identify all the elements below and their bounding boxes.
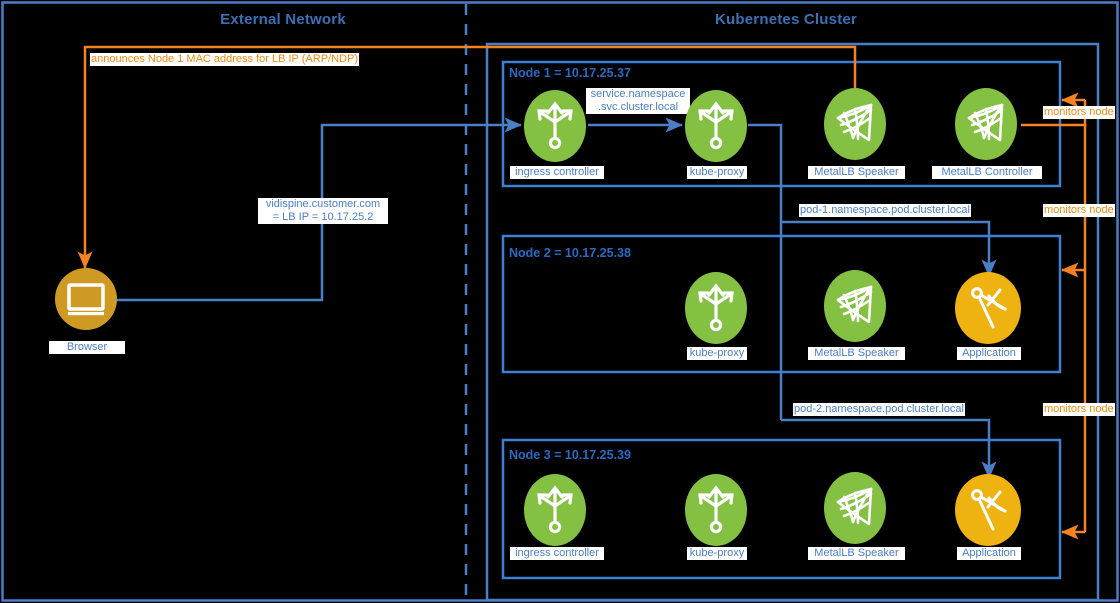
application-icon-node3	[955, 474, 1021, 546]
ingress-controller-caption-node1: ingress controller	[510, 166, 604, 179]
ingress-controller-icon-node1	[524, 90, 586, 162]
edge-label-lb-ip-line1: vidispine.customer.com	[258, 198, 388, 211]
node-title-node3: Node 3 = 10.17.25.39	[509, 448, 631, 462]
metallb-controller-caption-node1: MetalLB Controller	[932, 166, 1042, 179]
zone-title-external-network: External Network	[220, 11, 346, 28]
node3-box	[501, 438, 1062, 580]
node-title-node2: Node 2 = 10.17.25.38	[509, 246, 631, 260]
edge-label-pod1-dns: pod-1.namespace.pod.cluster.local	[799, 204, 971, 217]
node-title-node1: Node 1 = 10.17.25.37	[509, 66, 631, 80]
edge-label-monitors-node-3: monitors node	[1043, 403, 1115, 416]
kube-proxy-icon-node3	[685, 474, 747, 546]
edge-label-monitors-node-1: monitors node	[1043, 106, 1115, 119]
metallb-speaker-icon-node3	[824, 472, 886, 544]
metallb-speaker-caption-node3: MetalLB Speaker	[808, 547, 905, 560]
edge-label-pod2-dns: pod-2.namespace.pod.cluster.local	[793, 403, 965, 416]
pod2-branch-path	[781, 418, 997, 480]
browser-icon	[55, 268, 117, 330]
kube-proxy-caption-node3: kube-proxy	[687, 547, 747, 560]
edge-label-service-dns-line2: .svc.cluster.local	[586, 101, 690, 114]
ingress-controller-icon-node3	[524, 474, 586, 546]
kube-proxy-caption-node2: kube-proxy	[687, 347, 747, 360]
metallb-controller-icon-node1	[955, 88, 1017, 160]
kubeproxy-trunk-path	[748, 123, 783, 420]
edge-label-service-dns-line1: service.namespace	[586, 88, 690, 101]
arp-announce-path	[77, 45, 857, 270]
metallb-speaker-icon-node1	[824, 88, 886, 160]
browser-caption: Browser	[49, 341, 125, 354]
edge-label-monitors-node-2: monitors node	[1043, 204, 1115, 217]
application-caption-node2: Application	[957, 347, 1021, 360]
kube-proxy-icon-node1	[685, 90, 747, 162]
kube-proxy-caption-node1: kube-proxy	[687, 166, 747, 179]
application-caption-node3: Application	[957, 547, 1021, 560]
cluster-frame	[485, 42, 1100, 602]
pod1-branch-path	[781, 220, 997, 278]
kube-proxy-icon-node2	[685, 272, 747, 344]
metallb-speaker-caption-node2: MetalLB Speaker	[808, 347, 905, 360]
edge-label-arp-announce: announces Node 1 MAC address for LB IP (…	[90, 53, 359, 66]
metallb-speaker-icon-node2	[824, 270, 886, 342]
zone-title-kubernetes-cluster: Kubernetes Cluster	[715, 11, 857, 28]
application-icon-node2	[955, 272, 1021, 344]
metallb-speaker-caption-node1: MetalLB Speaker	[808, 166, 905, 179]
edge-label-lb-ip-line2: = LB IP = 10.17.25.2	[258, 211, 388, 224]
ingress-controller-caption-node3: ingress controller	[510, 547, 604, 560]
